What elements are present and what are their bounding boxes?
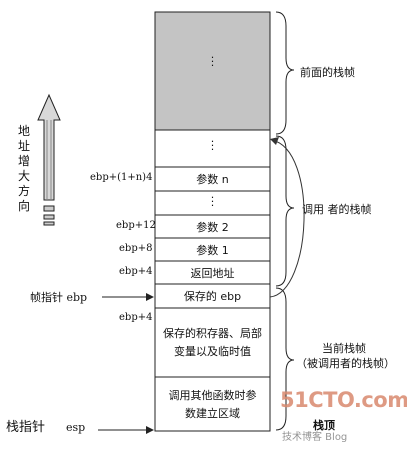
direction-label: 地址增大方向 [17,124,30,213]
saved-ebp-link [269,139,305,298]
ellipsis-previous: · · · [210,51,215,72]
previous-frame-block [154,11,271,131]
stack-pointer-label: 栈指针 [6,420,46,435]
label-caller-frame: 调用 者的栈帧 [302,203,372,216]
label-previous-frame: 前面的栈帧 [300,66,355,79]
label-callee-frame: （被调用者的栈帧） [296,357,395,370]
frame-pointer-label: 帧指针 ebp [30,291,88,304]
cell-param-2: 参数 2 [196,220,229,234]
cell-param-1: 参数 1 [196,243,229,257]
frame-pointer-arrow [102,293,154,301]
brace-previous-frame [275,11,295,135]
watermark-logo: 51CTO.com [280,388,407,412]
offset-param-1: ebp+8 [119,243,153,254]
ellipsis-middle: · · · [210,191,215,212]
cell-saved-ebp: 保存的 ebp [183,290,242,303]
label-stack-top: 栈顶 [313,419,335,432]
cell-param-n: 参数 n [196,173,229,186]
stack-outline [154,129,271,432]
stack-pointer-register: esp [66,421,86,434]
offset-return-address: ebp+4 [119,266,153,277]
offset-saved-registers: ebp+4 [119,312,153,323]
label-current-frame: 当前栈帧 [322,342,366,355]
cell-saved-registers: 保存的积存器、局部变量以及临时值 [163,327,262,358]
brace-current-frame [275,287,295,431]
offset-param-2: ebp+12 [116,220,156,231]
watermark-sub: 技术博客 Blog [282,432,348,443]
stack-pointer-arrow [98,426,154,434]
cell-return-address: 返回地址 [190,266,235,280]
offset-param-n: ebp+(1+n)4 [90,172,153,183]
brace-caller-frame [275,135,295,287]
address-increase-arrow [37,93,61,226]
ellipsis-upper: · · · [210,135,215,156]
cell-call-area: 调用其他函数时参数建立区域 [168,389,257,420]
